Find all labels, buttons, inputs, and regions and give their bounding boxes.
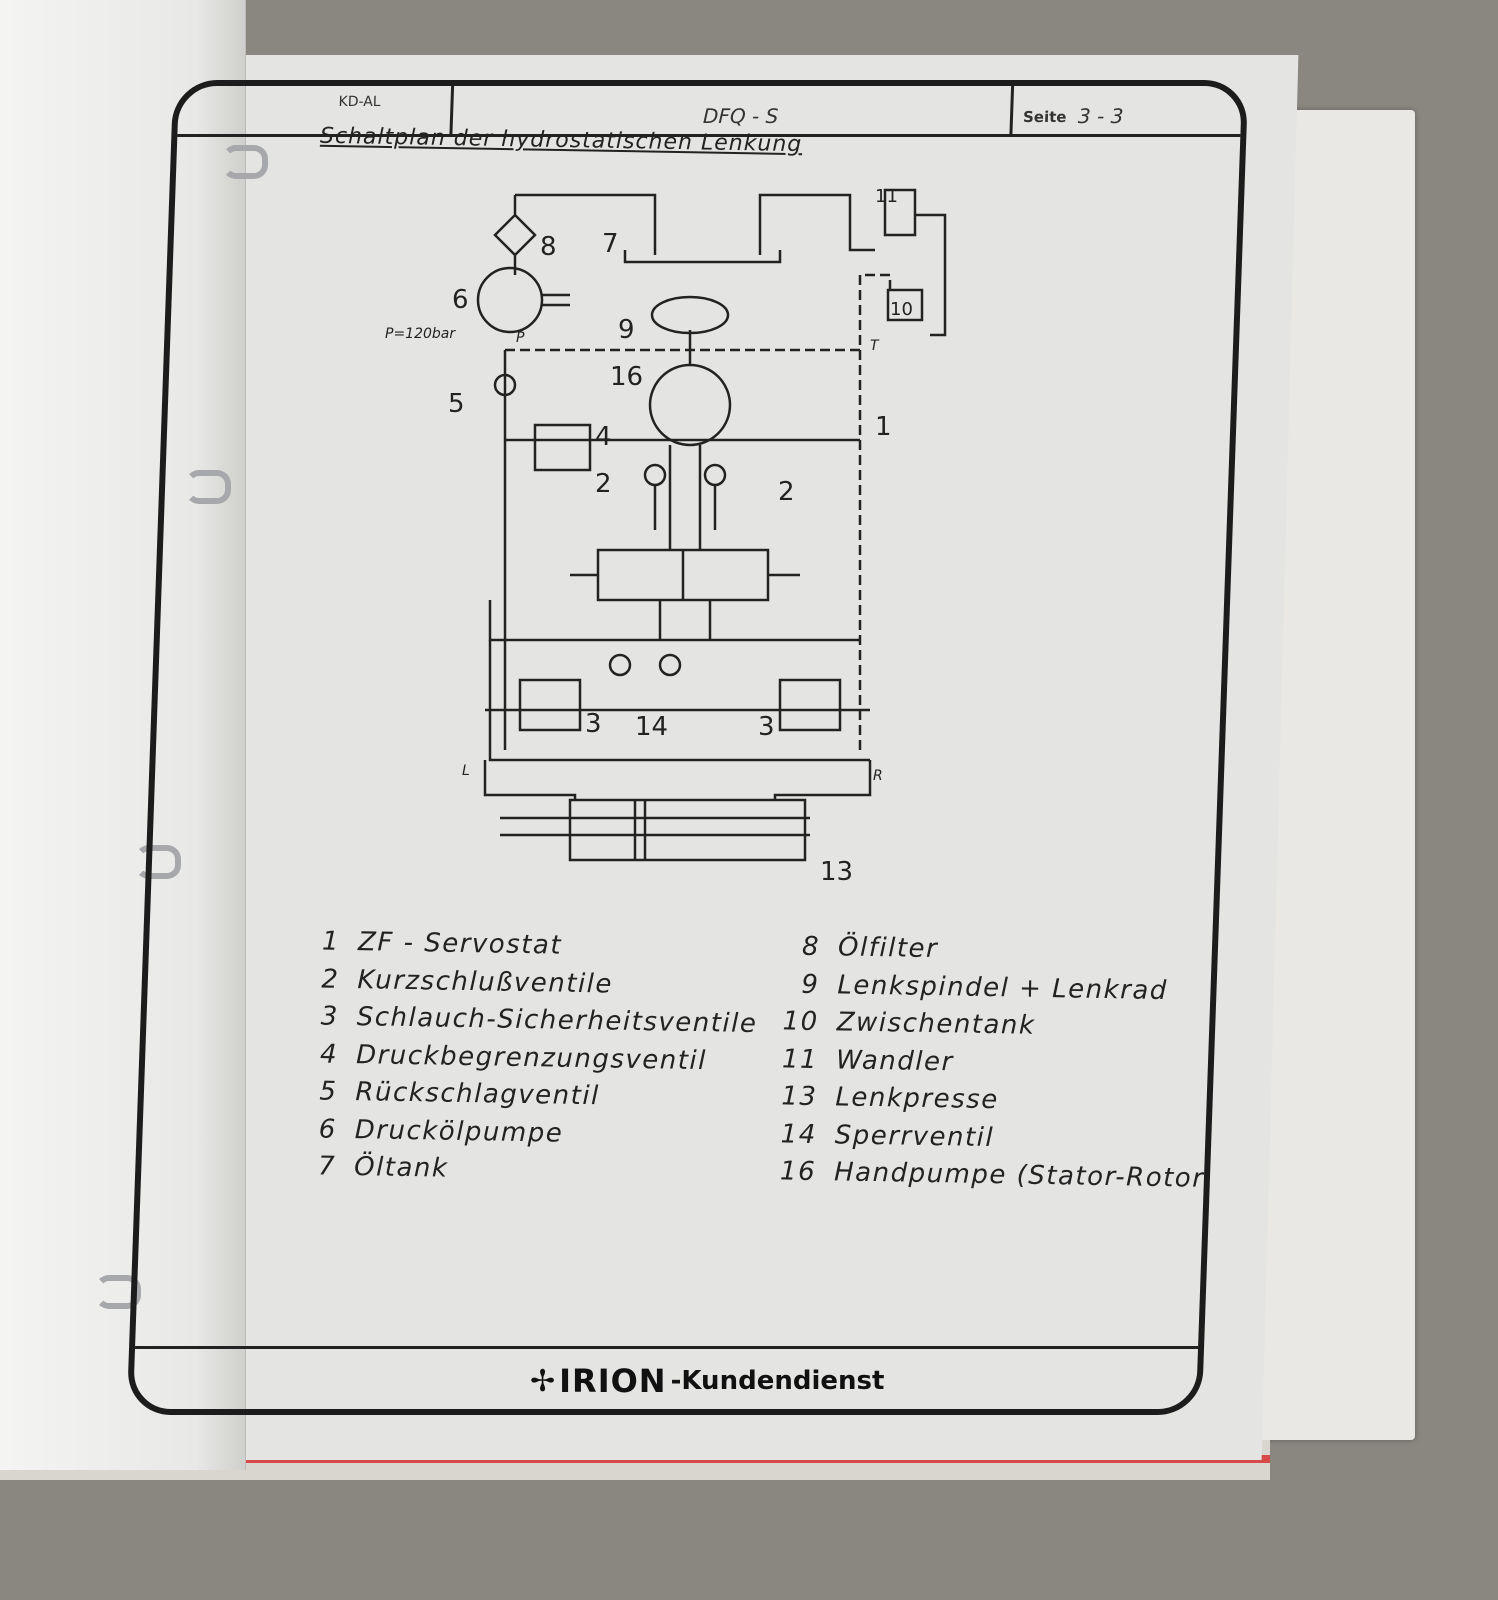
legend-num: 7	[317, 1151, 337, 1182]
label-3a: 3	[585, 709, 602, 739]
label-8: 8	[540, 232, 557, 262]
label-14: 14	[635, 712, 668, 742]
legend-text: Druckölpumpe	[354, 1114, 564, 1149]
label-9: 9	[618, 315, 635, 345]
header-page-label: Seite	[1022, 108, 1067, 126]
legend-num: 9	[801, 969, 820, 1000]
label-2a: 2	[595, 469, 612, 499]
left-page	[0, 0, 246, 1470]
label-10: 10	[890, 299, 913, 320]
legend-text: Lenkpresse	[835, 1082, 999, 1116]
label-2b: 2	[778, 477, 795, 507]
binder-ring	[185, 470, 231, 504]
legend-num: 5	[319, 1076, 338, 1107]
legend-text: Zwischentank	[836, 1007, 1036, 1041]
label-5: 5	[448, 389, 465, 419]
label-16: 16	[610, 362, 643, 392]
legend-text: Lenkspindel + Lenkrad	[837, 969, 1169, 1006]
label-1: 1	[875, 412, 892, 442]
converter-11	[883, 188, 917, 237]
label-13: 13	[820, 857, 853, 887]
legend-num: 13	[781, 1081, 818, 1113]
hydraulic-schematic: 1 2 2 3 3 4 5 6 7 8 9 10 11 13 14 16 P=1…	[385, 186, 947, 887]
legend-num: 14	[780, 1118, 818, 1150]
label-4: 4	[595, 422, 612, 452]
oil-filter	[493, 195, 537, 275]
pressure-relief-valve-4	[533, 423, 592, 472]
legend-num: 8	[801, 931, 821, 963]
header-page-number: 3 - 3	[1077, 104, 1124, 128]
steering-cylinder-13	[568, 798, 807, 862]
port-r: R	[873, 768, 883, 784]
port-t: T	[870, 338, 880, 354]
port-p: P	[516, 330, 525, 346]
hose-safety-valve-3b	[778, 678, 842, 732]
legend-right: 8 Ölfilter 9 Lenkspindel + Lenkrad 10 Zwisc…	[768, 931, 1209, 1201]
legend-text: Wandler	[835, 1044, 954, 1077]
legend-text: Handpumpe (Stator-Rotor	[833, 1157, 1205, 1194]
footer: ✢ IRION -Kundendienst	[530, 1362, 884, 1400]
bypass-valve-2a	[643, 463, 667, 487]
legend-text: ZF - Servostat	[357, 927, 563, 961]
bypass-valve-2b	[703, 463, 727, 487]
header-code: KD-AL	[338, 94, 381, 110]
legend-num: 4	[319, 1038, 339, 1070]
legend-text: Sperrventil	[834, 1119, 995, 1153]
legend-text: Ölfilter	[837, 932, 939, 965]
lock-valve-14b	[658, 653, 682, 677]
legend-num: 2	[321, 963, 340, 995]
steering-wheel-9	[650, 295, 730, 335]
header-divider	[1009, 86, 1015, 134]
irion-arrow-icon: ✢	[530, 1363, 556, 1399]
oil-tank	[515, 193, 875, 264]
legend-num: 16	[779, 1156, 817, 1188]
hand-pump-16	[648, 363, 732, 447]
binder-ring	[222, 145, 268, 179]
legend-item: 16 Handpumpe (Stator-Rotor	[768, 1156, 1205, 1201]
legend-num: 3	[320, 1001, 340, 1032]
check-valve-5	[493, 373, 517, 397]
label-7: 7	[602, 229, 619, 259]
footer-line	[134, 1346, 1199, 1349]
legend-num: 11	[781, 1043, 819, 1075]
binder-ring	[135, 845, 181, 879]
lock-valve-14a	[608, 653, 632, 677]
legend-num: 6	[318, 1113, 338, 1145]
intermediate-tank-10	[886, 288, 924, 322]
legend-text: Öltank	[353, 1152, 449, 1184]
header-model: DFQ - S	[702, 104, 779, 128]
label-3b: 3	[758, 712, 775, 742]
legend-num: 1	[321, 926, 341, 957]
legend-text: Rückschlagventil	[355, 1077, 601, 1112]
binder-ring	[95, 1275, 141, 1309]
label-6: 6	[452, 285, 469, 315]
legend-num: 10	[782, 1006, 820, 1038]
legend-text: Druckbegrenzungsventil	[355, 1039, 708, 1076]
brand-logo: IRION	[559, 1362, 667, 1400]
hose-safety-valve-3a	[518, 678, 582, 732]
port-l: L	[462, 763, 470, 779]
pump-6	[476, 266, 544, 334]
pressure-label: P=120bar	[385, 326, 456, 342]
footer-suffix: -Kundendienst	[670, 1366, 885, 1396]
legend-text: Kurzschlußventile	[357, 964, 614, 1000]
